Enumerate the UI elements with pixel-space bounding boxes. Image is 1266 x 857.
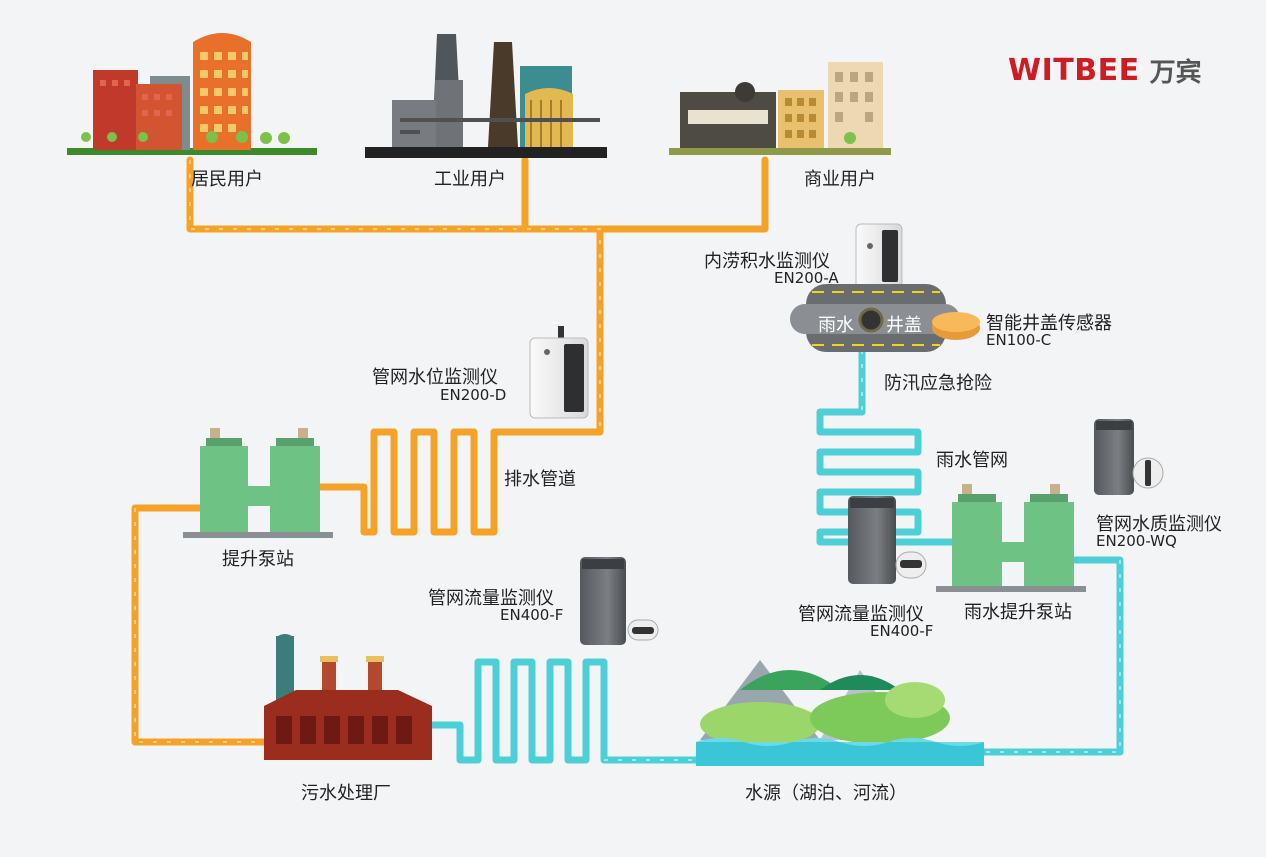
sewage-flow-meter-device bbox=[580, 557, 659, 645]
level-monitor-device bbox=[529, 326, 589, 419]
label-water-source: 水源（湖泊、河流） bbox=[745, 783, 907, 804]
label-sewage-plant: 污水处理厂 bbox=[301, 783, 391, 804]
brand-logo: WITBEE 万宾 bbox=[1008, 52, 1202, 88]
lift-pump-station bbox=[183, 428, 333, 538]
sewage-plant bbox=[264, 634, 432, 760]
residential-buildings bbox=[67, 33, 317, 155]
label-flood-emergency: 防汛应急抢险 bbox=[884, 373, 992, 394]
label-road-manhole: 井盖 bbox=[886, 315, 922, 336]
label-rain-lift-pump: 雨水提升泵站 bbox=[964, 602, 1072, 623]
label-rain-network: 雨水管网 bbox=[936, 450, 1008, 471]
label-drain-pipe: 排水管道 bbox=[504, 469, 576, 490]
label-waterlogging-model: EN200-A bbox=[774, 269, 839, 287]
rain-pipe-dashes bbox=[604, 350, 1121, 761]
road bbox=[790, 284, 980, 352]
label-lift-pump: 提升泵站 bbox=[222, 549, 294, 570]
waterlogging-monitor-device bbox=[855, 223, 903, 289]
label-rain-flow-model: EN400-F bbox=[870, 622, 934, 640]
label-waterlogging-name: 内涝积水监测仪 bbox=[704, 251, 830, 272]
rain-flow-meter-device bbox=[848, 496, 927, 584]
pipe-residential bbox=[186, 156, 604, 233]
brand-name-en: WITBEE bbox=[1008, 52, 1140, 88]
rain-lift-pump-station bbox=[936, 484, 1086, 592]
pipe-to-plant bbox=[131, 504, 272, 746]
industrial-buildings bbox=[365, 34, 607, 158]
label-level-monitor-model: EN200-D bbox=[440, 386, 507, 404]
label-commercial: 商业用户 bbox=[804, 169, 876, 190]
label-quality-monitor-name: 管网水质监测仪 bbox=[1096, 514, 1222, 535]
label-quality-monitor-model: EN200-WQ bbox=[1096, 532, 1177, 550]
pipe-rain-pump-out bbox=[981, 556, 1124, 756]
sewage-pipe-dashes bbox=[134, 160, 601, 743]
water-source bbox=[696, 660, 984, 766]
label-road-rain: 雨水 bbox=[818, 315, 854, 336]
brand-name-cn: 万宾 bbox=[1149, 57, 1202, 88]
quality-monitor-device bbox=[1094, 419, 1164, 495]
label-manhole-sensor-name: 智能井盖传感器 bbox=[986, 313, 1112, 334]
label-industrial: 工业用户 bbox=[434, 169, 506, 190]
label-sewage-flow-name: 管网流量监测仪 bbox=[428, 588, 554, 609]
pipe-plant-to-source bbox=[426, 658, 704, 764]
label-rain-flow-name: 管网流量监测仪 bbox=[798, 604, 924, 625]
label-manhole-sensor-model: EN100-C bbox=[986, 331, 1052, 349]
label-residential: 居民用户 bbox=[191, 169, 263, 190]
drain-pipe-serpentine bbox=[316, 428, 498, 536]
label-sewage-flow-model: EN400-F bbox=[500, 606, 564, 624]
pipe-commercial bbox=[594, 156, 769, 233]
commercial-buildings bbox=[669, 62, 891, 155]
label-level-monitor-name: 管网水位监测仪 bbox=[372, 367, 498, 388]
